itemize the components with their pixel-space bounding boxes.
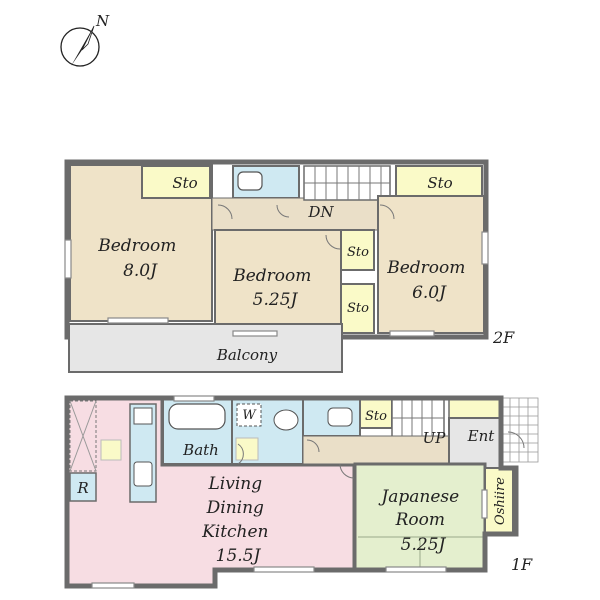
balcony-label: Balcony xyxy=(216,346,278,364)
floor-1f: Living Dining Kitchen 15.5J Japanese Roo… xyxy=(64,395,539,589)
stairs-2f-steps xyxy=(304,166,390,200)
shoe-storage xyxy=(448,397,502,419)
floor-2f-label: 2F xyxy=(492,328,515,347)
floor-1f-label: 1F xyxy=(511,555,533,574)
room-hall-2f xyxy=(211,197,381,231)
stairs-1f-steps xyxy=(392,398,444,438)
oshiire-label: Oshiire xyxy=(493,477,508,525)
windows-1f xyxy=(91,395,488,589)
bath-label: Bath xyxy=(182,441,219,459)
bedroom-8-label: Bedroom 8.0J xyxy=(97,236,182,281)
bedroom-6-label: Bedroom 6.0J xyxy=(386,258,471,303)
windows-2f xyxy=(64,231,489,337)
stove-icon xyxy=(133,407,153,425)
floor-2f: Bedroom 8.0J Bedroom 5.25J Bedroom 6.0J … xyxy=(64,159,515,373)
doors-2f xyxy=(217,204,395,250)
compass-icon: N xyxy=(60,12,110,67)
sink-icon xyxy=(133,461,153,487)
room-fridge xyxy=(69,472,97,502)
room-entrance xyxy=(448,417,502,469)
washer-icon xyxy=(236,403,262,427)
room-sto-2f-d xyxy=(395,165,483,197)
doors-1f xyxy=(237,431,525,479)
floor-1f-outer-wall xyxy=(64,395,519,589)
toilet-icon xyxy=(237,171,263,191)
sto-1f-label: Sto xyxy=(365,409,387,424)
stairs-up-label: UP xyxy=(423,429,447,447)
stairs-down-label: DN xyxy=(307,203,334,221)
room-sto-2f-b xyxy=(340,229,375,271)
compass-label: N xyxy=(95,12,110,30)
sto-2f-c-label: Sto xyxy=(347,301,369,316)
bedroom-525-label: Bedroom 5.25J xyxy=(232,266,317,310)
porch-tiles xyxy=(500,397,539,463)
sto-2f-b-label: Sto xyxy=(347,245,369,260)
ldk-label: Living Dining Kitchen 15.5J xyxy=(201,474,274,566)
sto-2f-d-label: Sto xyxy=(427,174,452,192)
pillar-mark xyxy=(100,439,122,461)
sto-2f-a-label: Sto xyxy=(172,174,197,192)
room-bedroom-525 xyxy=(214,229,342,334)
room-balcony xyxy=(68,323,343,373)
room-bedroom-6 xyxy=(377,195,485,334)
tatami-lines xyxy=(358,536,485,570)
room-sto-2f-c xyxy=(340,283,375,334)
room-sto-2f-a xyxy=(141,165,211,199)
entrance-label: Ent xyxy=(467,427,496,445)
washbasin-icon xyxy=(273,409,299,431)
japanese-room-label: Japanese Room 5.25J xyxy=(378,487,464,555)
bathtub-icon xyxy=(168,403,226,430)
fridge-label: R xyxy=(76,479,88,497)
room-oshiire xyxy=(484,467,514,535)
washer-label: W xyxy=(242,408,257,423)
toilet-1f-icon xyxy=(327,407,353,427)
washroom-mark xyxy=(235,437,259,461)
